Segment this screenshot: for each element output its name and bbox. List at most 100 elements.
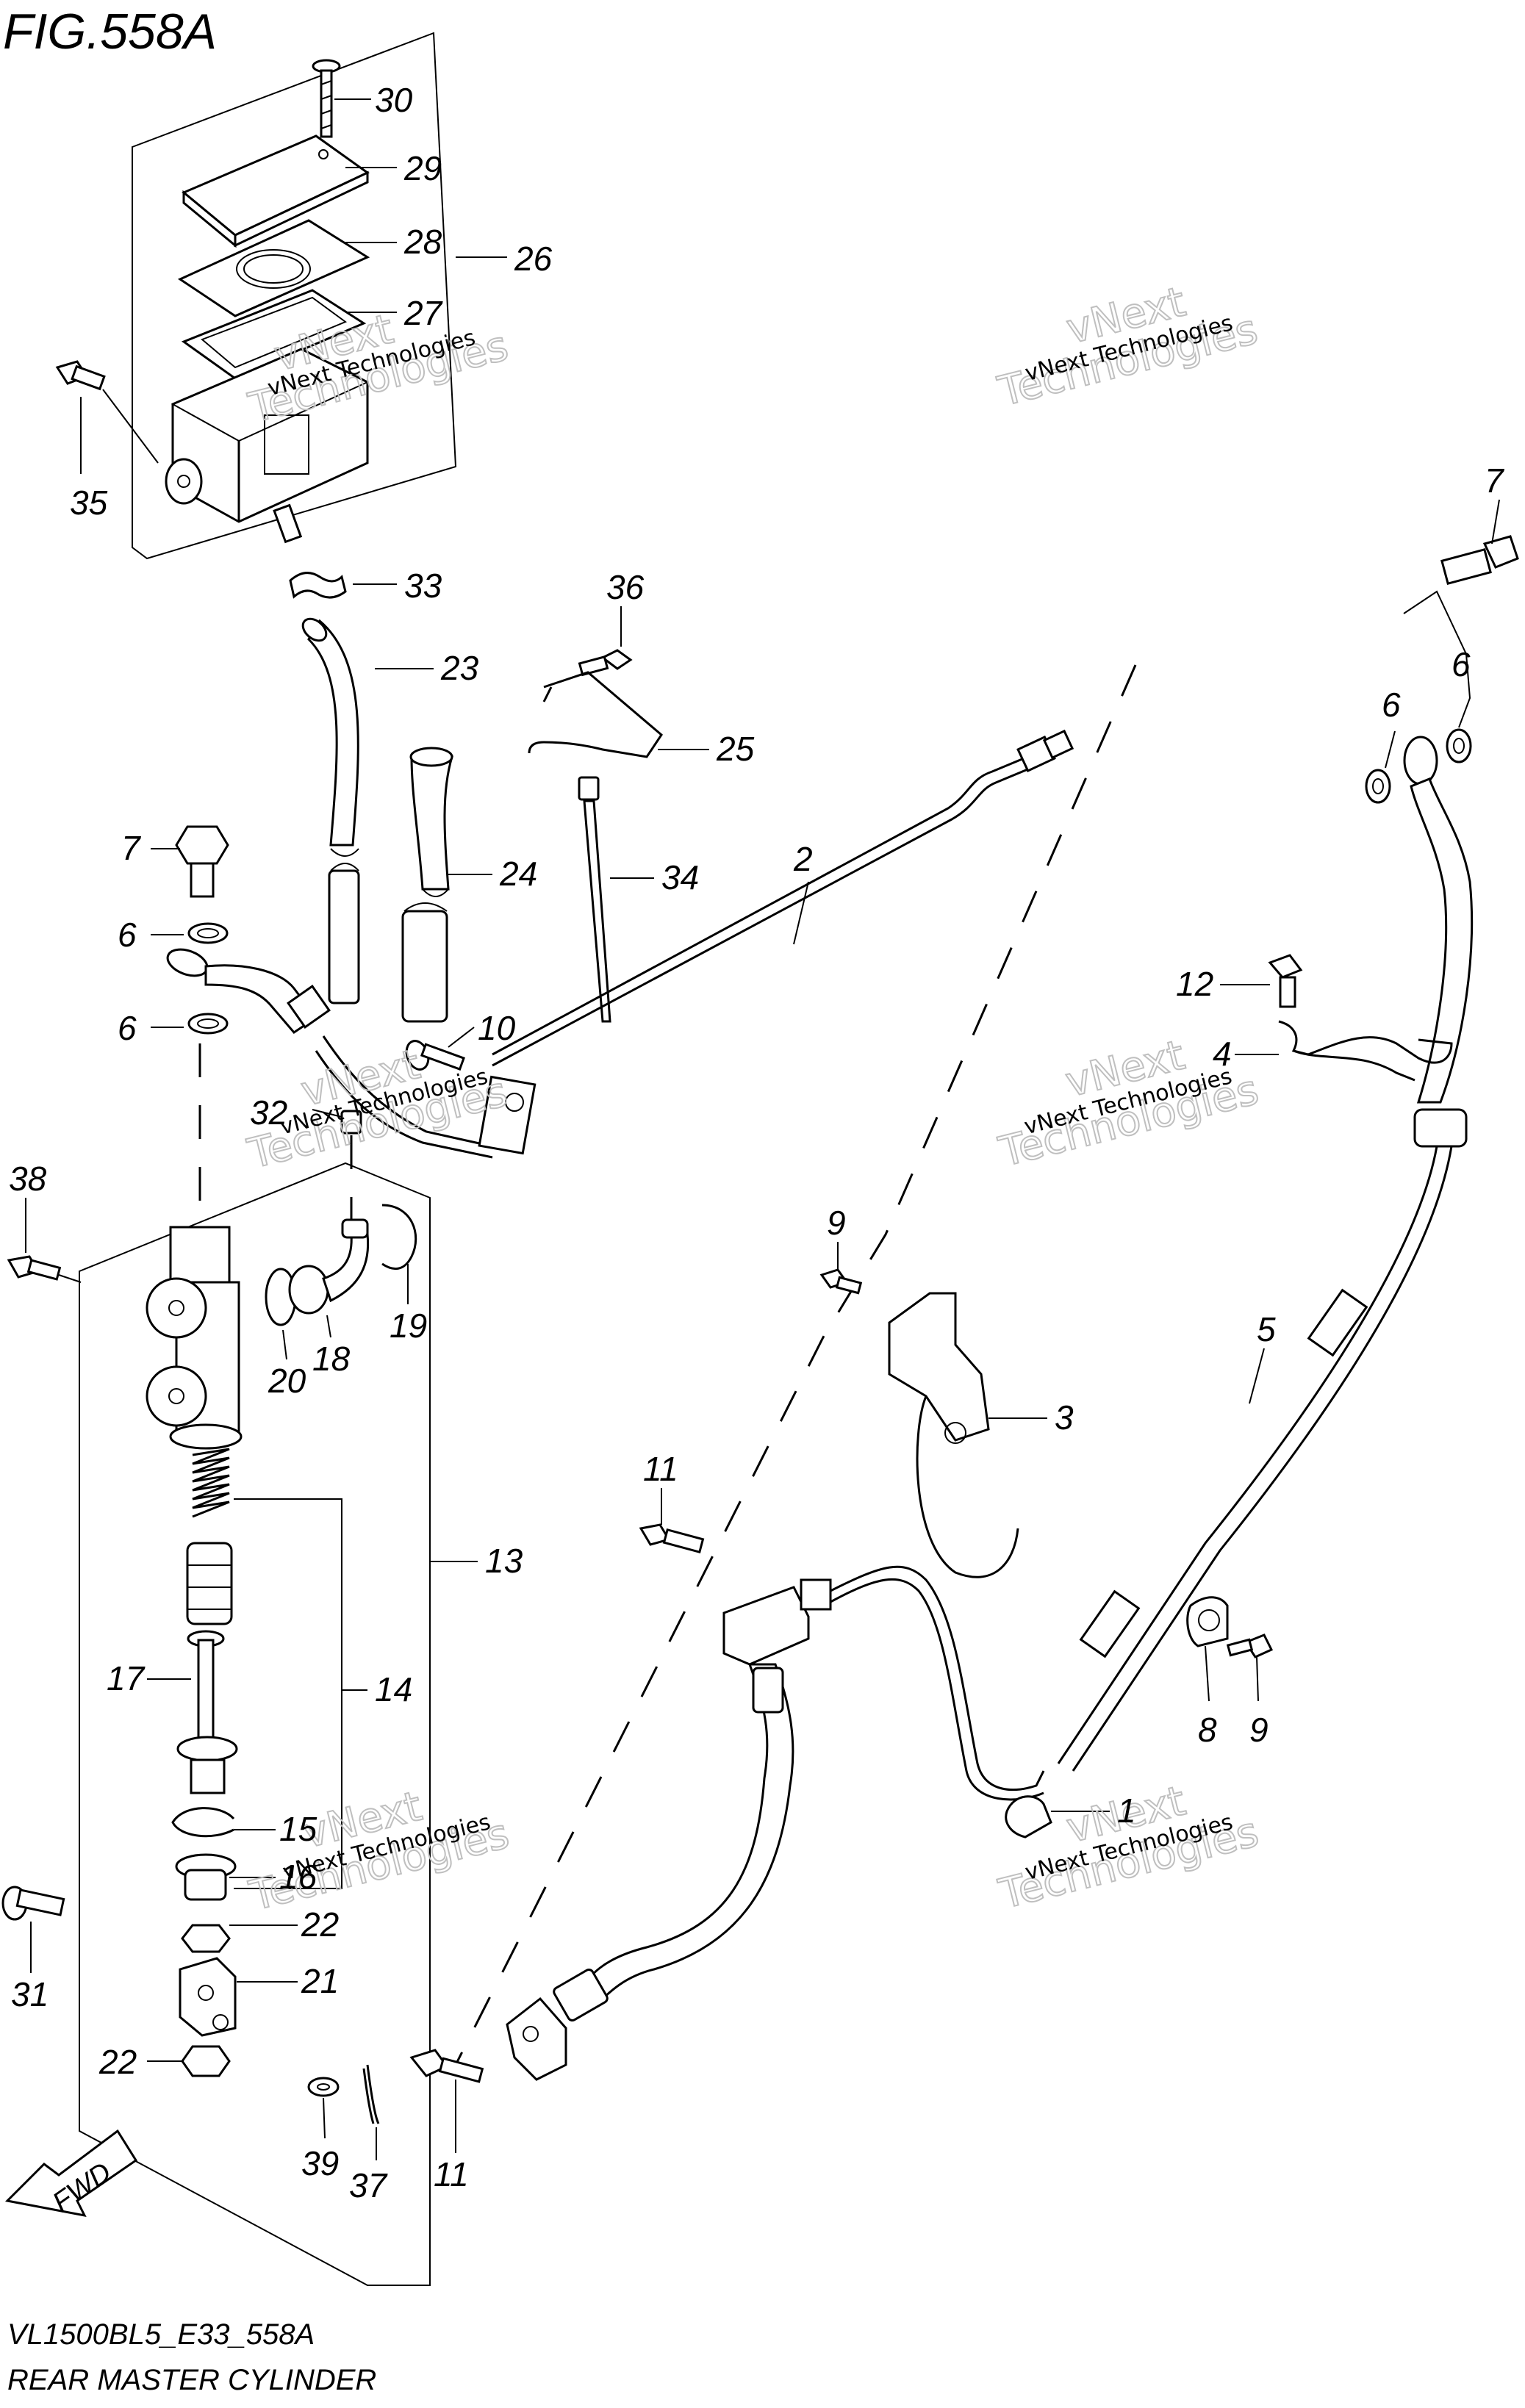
callout-13: 13 — [485, 1542, 523, 1580]
part-nut-22-upper — [181, 1924, 231, 1953]
part-hose-23 — [301, 617, 360, 1004]
model-code: VL1500BL5_E33_558A — [7, 2318, 315, 2351]
callout-5: 5 — [1257, 1310, 1276, 1348]
part-14-bracket — [234, 1498, 342, 1889]
callout-12: 12 — [1176, 965, 1213, 1003]
callout-18: 18 — [312, 1340, 351, 1378]
part-boot-16 — [175, 1853, 237, 1901]
callout-labels: 30 29 28 26 27 35 33 23 24 36 25 34 2 7 … — [9, 81, 1504, 2204]
part-washer-39 — [307, 2077, 340, 2097]
part-pin-31 — [1, 1886, 65, 1921]
part-lower-hose — [506, 1663, 794, 2081]
part-inlet-fitting-18 — [288, 1218, 370, 1315]
part-cotter-pin-37 — [362, 2064, 380, 2124]
part-bracket-3 — [888, 1292, 1019, 1578]
part-brake-pipe-2 — [492, 729, 1074, 1067]
leader-lines — [25, 98, 1500, 2160]
part-bolt-7-right — [1440, 535, 1519, 586]
callout-36: 36 — [606, 568, 645, 606]
part-bolt-9-lower — [1226, 1634, 1274, 1658]
callout-15: 15 — [279, 1810, 317, 1848]
watermark-5: vNext Technologies vNext Technologies — [244, 1782, 514, 1922]
part-brake-hose-5 — [1057, 736, 1474, 1772]
master-cylinder-assembly-outline — [79, 1162, 431, 2286]
callout-32: 32 — [250, 1093, 287, 1132]
reservoir-assembly-outline — [132, 32, 457, 560]
callout-23: 23 — [440, 649, 479, 687]
part-bolt-10 — [405, 1040, 465, 1071]
part-connector-32 — [340, 1110, 362, 1220]
callout-21: 21 — [301, 1962, 339, 2000]
callout-7-left: 7 — [121, 829, 141, 867]
part-bolt-36 — [578, 649, 633, 677]
callout-11-upper: 11 — [643, 1450, 678, 1488]
callout-30: 30 — [375, 81, 413, 119]
callout-34: 34 — [661, 858, 699, 896]
part-bolt-9-upper — [819, 1268, 863, 1295]
part-clamp-8 — [1186, 1596, 1229, 1647]
washer-leader-lines — [1403, 590, 1471, 728]
callout-33: 33 — [404, 567, 442, 605]
part-bolt-35 — [55, 360, 159, 464]
part-reservoir-body — [165, 348, 370, 544]
figure-title: FIG.558A — [3, 4, 217, 60]
callout-28: 28 — [403, 223, 442, 261]
callout-31: 31 — [11, 1975, 49, 2013]
callout-19: 19 — [390, 1307, 427, 1345]
callout-6-lower-left: 6 — [118, 1009, 137, 1047]
callout-4: 4 — [1213, 1035, 1232, 1073]
part-plate-28 — [177, 219, 370, 317]
callout-27: 27 — [403, 294, 443, 332]
part-bolt-11-lower — [409, 2049, 484, 2083]
part-cable-tie-34 — [578, 776, 611, 1023]
callout-39: 39 — [301, 2144, 339, 2182]
part-screw-30 — [312, 59, 341, 138]
fwd-arrow-icon: FWD — [4, 2129, 138, 2218]
callout-24: 24 — [499, 855, 537, 893]
callout-11-lower: 11 — [434, 2155, 469, 2193]
part-bolt-11-upper — [639, 1523, 705, 1554]
part-circlip-19 — [381, 1204, 417, 1271]
callout-10: 10 — [478, 1009, 516, 1047]
part-washer-6-lower — [187, 1013, 229, 1035]
part-nut-22-lower — [181, 2045, 231, 2077]
callout-20: 20 — [268, 1362, 306, 1400]
part-bracket-4 — [1278, 1020, 1453, 1082]
callout-16: 16 — [279, 1858, 317, 1896]
part-bolt-12 — [1268, 954, 1303, 1008]
diagram-caption: REAR MASTER CYLINDER — [7, 2364, 376, 2396]
callout-7-right: 7 — [1485, 461, 1504, 500]
part-clevis-21 — [179, 1957, 237, 2037]
part-clip-33 — [289, 572, 347, 599]
callout-38: 38 — [9, 1160, 47, 1198]
watermark-2: vNext Technologies vNext Technologies — [993, 277, 1263, 417]
part-cap-29 — [182, 134, 370, 248]
part-clamp-1 — [1005, 1795, 1052, 1839]
part-bolt-7-left — [175, 825, 229, 898]
part-outlet-fitting — [166, 948, 537, 1159]
part-junction-block — [722, 1565, 1045, 1801]
callout-8: 8 — [1198, 1711, 1217, 1749]
callout-22-upper: 22 — [301, 1905, 339, 1944]
part-master-cylinder-body — [146, 1226, 243, 1450]
callout-29: 29 — [403, 149, 442, 187]
callout-35: 35 — [70, 484, 108, 522]
callout-9-lower: 9 — [1249, 1711, 1269, 1749]
callout-3: 3 — [1055, 1398, 1074, 1437]
part-washer-6-upper — [187, 922, 229, 944]
part-washer-6-right-b — [1365, 769, 1391, 804]
callout-17: 17 — [107, 1659, 146, 1697]
part-piston — [186, 1542, 233, 1625]
part-washer-6-right-a — [1446, 728, 1472, 763]
callout-26: 26 — [514, 240, 553, 278]
part-push-rod-17 — [176, 1630, 238, 1794]
callout-14: 14 — [375, 1670, 412, 1708]
callout-22-lower: 22 — [98, 2043, 137, 2081]
callout-25: 25 — [716, 730, 755, 768]
part-bolt-38 — [7, 1255, 82, 1283]
part-circlip-15 — [171, 1807, 235, 1838]
callout-6-right-a: 6 — [1452, 645, 1471, 683]
part-hose-24 — [401, 747, 454, 1023]
callout-2: 2 — [793, 840, 813, 878]
